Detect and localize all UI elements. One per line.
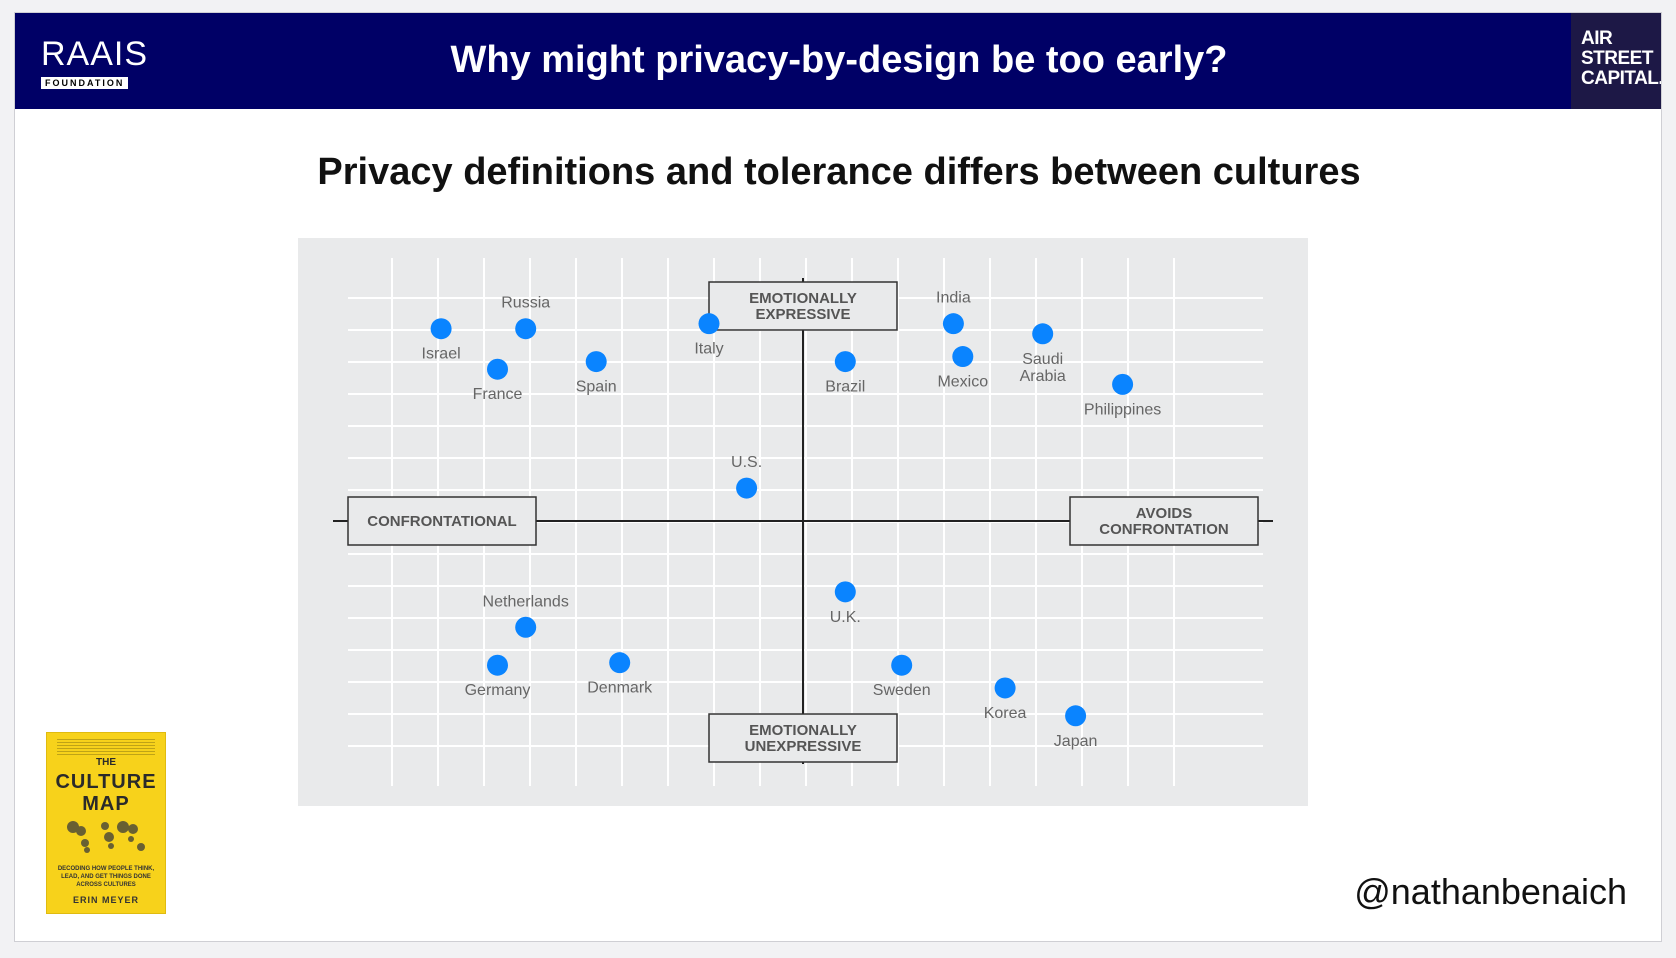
point-saudi-arabia (1032, 323, 1054, 345)
point-denmark (609, 652, 631, 674)
book-title-line-1: THE (96, 757, 116, 768)
label-germany: Germany (465, 682, 531, 699)
label-russia: Russia (501, 295, 550, 312)
label-netherlands: Netherlands (483, 593, 569, 610)
label-philippines: Philippines (1084, 401, 1161, 418)
axis-top-label-2: EXPRESSIVE (755, 306, 850, 323)
book-tagline: DECODING HOW PEOPLE THINK, LEAD, AND GET… (57, 866, 155, 888)
asc-logo-line-1: AIR (1581, 28, 1613, 49)
raais-logo-word: RAAIS (41, 35, 149, 73)
axis-left-label-1: CONFRONTATIONAL (367, 513, 516, 530)
point-netherlands (515, 616, 537, 638)
point-russia (515, 318, 537, 340)
label-u-s: U.S. (731, 454, 762, 471)
point-israel (430, 318, 452, 340)
book-title-line-2: CULTURE (55, 771, 157, 793)
air-street-capital-logo: AIR STREET CAPITAL. (1571, 13, 1662, 109)
header-bar: RAAIS FOUNDATION Why might privacy-by-de… (15, 13, 1662, 109)
label-u-k: U.K. (830, 609, 861, 626)
culture-map-chart: EMOTIONALLYEXPRESSIVEEMOTIONALLYUNEXPRES… (298, 238, 1308, 806)
point-u-k (834, 581, 856, 603)
point-germany (487, 654, 508, 676)
point-spain (585, 351, 607, 373)
point-mexico (952, 346, 974, 368)
raais-logo-sub: FOUNDATION (41, 77, 129, 89)
point-u-s (736, 477, 758, 499)
book-blurb (57, 739, 155, 755)
label-spain: Spain (576, 379, 617, 396)
culture-map-book-cover: THE CULTURE MAP DECODING HOW PEOPLE THIN… (47, 733, 165, 913)
label-india: India (936, 290, 971, 307)
point-sweden (891, 654, 913, 676)
book-author: ERIN MEYER (72, 895, 139, 905)
point-italy (698, 313, 720, 335)
label-denmark: Denmark (587, 680, 653, 697)
asc-logo-line-2: STREET (1581, 48, 1653, 69)
point-brazil (834, 351, 856, 373)
label-brazil: Brazil (825, 379, 865, 396)
axis-right-box (1069, 496, 1259, 546)
axis-bottom-label-2: UNEXPRESSIVE (745, 738, 862, 755)
axis-right-label-1: AVOIDS (1136, 505, 1192, 522)
label-france: France (473, 386, 523, 403)
twitter-handle: @nathanbenaich (1354, 871, 1627, 912)
label-mexico: Mexico (937, 374, 988, 391)
axis-right-label-2: CONFRONTATION (1099, 521, 1228, 538)
point-philippines (1112, 373, 1134, 395)
label-israel: Israel (422, 346, 461, 363)
axis-bottom-label-1: EMOTIONALLY (749, 722, 857, 739)
axis-left-box (347, 496, 537, 546)
label-saudi-arabia-2: Arabia (1020, 368, 1066, 385)
axis-top-box (708, 281, 898, 331)
axis-bottom-box (708, 713, 898, 763)
book-title-line-3: MAP (82, 793, 130, 815)
point-korea (994, 677, 1016, 699)
world-map-icon (67, 821, 145, 853)
slide-subtitle: Privacy definitions and tolerance differ… (317, 151, 1361, 193)
label-korea: Korea (984, 705, 1027, 722)
label-saudi-arabia-1: Saudi (1022, 351, 1063, 368)
label-sweden: Sweden (873, 682, 931, 699)
label-italy: Italy (694, 341, 723, 358)
header-title: Why might privacy-by-design be too early… (450, 39, 1228, 81)
point-india (942, 313, 964, 335)
raais-logo: RAAIS FOUNDATION (39, 33, 147, 93)
point-japan (1065, 705, 1087, 727)
axis-top-label-1: EMOTIONALLY (749, 290, 857, 307)
asc-logo-line-3: CAPITAL. (1581, 68, 1662, 89)
slide: RAAIS FOUNDATION Why might privacy-by-de… (14, 12, 1662, 942)
point-france (487, 358, 508, 380)
label-japan: Japan (1054, 733, 1098, 750)
